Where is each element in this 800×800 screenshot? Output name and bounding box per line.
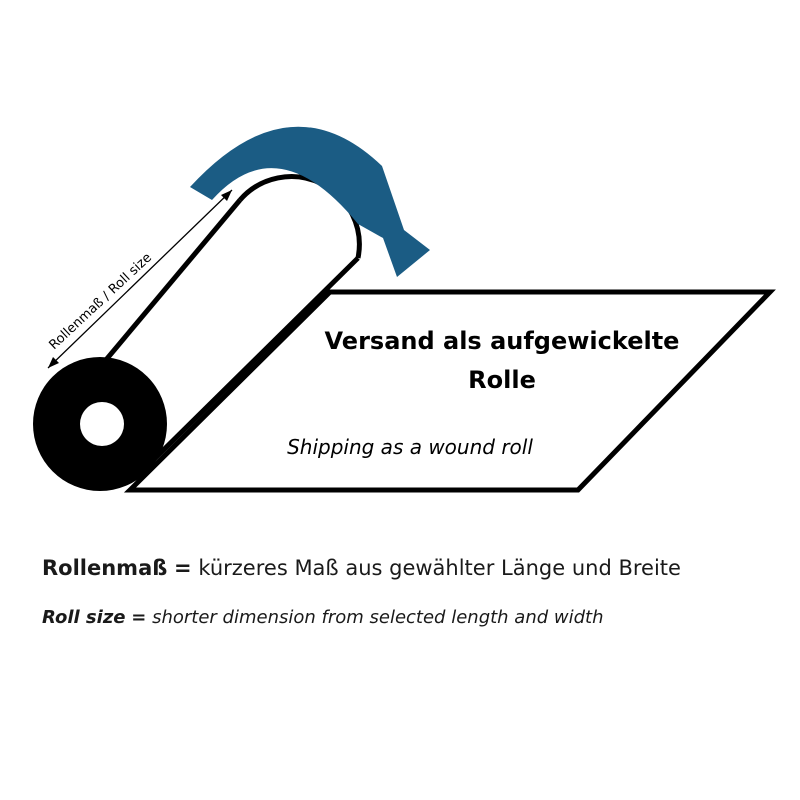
sheet-title-line1: Versand als aufgewickelte — [325, 327, 680, 355]
caption-text-de: kürzeres Maß aus gewählter Länge und Bre… — [198, 556, 681, 580]
sheet-subtitle: Shipping as a wound roll — [287, 435, 533, 459]
roll-top-edge — [98, 198, 242, 369]
caption-equals-de: = — [174, 556, 192, 580]
roll-bottom-edge — [133, 256, 360, 480]
caption-term-de: Rollenmaß — [42, 556, 168, 580]
roll-size-definition-en: Roll size = shorter dimension from selec… — [42, 607, 604, 628]
dimension-arrowhead-top — [221, 190, 232, 201]
roll-size-dimension-line — [47, 189, 233, 369]
roll-core-hole — [80, 402, 124, 446]
caption-equals-en: = — [131, 607, 147, 628]
sheet-title-line2: Rolle — [468, 366, 536, 394]
caption-term-en: Roll size — [42, 607, 126, 628]
dimension-arrowhead-bottom — [48, 357, 59, 368]
unrolled-sheet — [123, 289, 776, 493]
caption-text-en: shorter dimension from selected length a… — [152, 607, 604, 628]
roll-size-definition-de: Rollenmaß = kürzeres Maß aus gewählter L… — [42, 556, 681, 580]
rotation-arrow-icon — [190, 126, 430, 277]
